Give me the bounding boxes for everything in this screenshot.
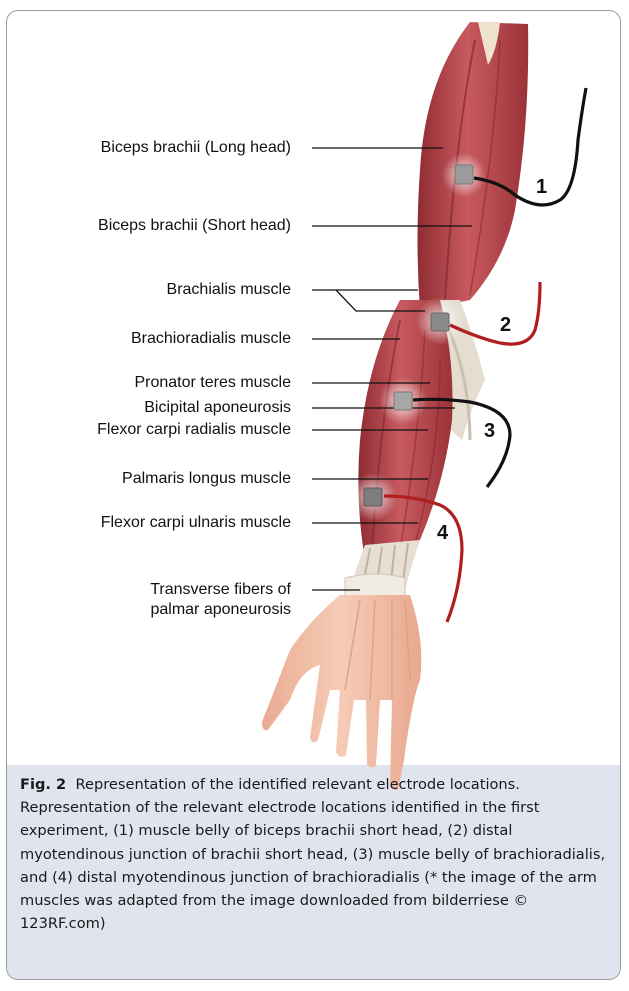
- label-biceps-long: Biceps brachii (Long head): [101, 139, 291, 157]
- label-flexor-carpi-ulnaris: Flexor carpi ulnaris muscle: [101, 514, 291, 532]
- caption-title: Representation of the identified relevan…: [75, 776, 519, 793]
- label-transverse-line1: Transverse fibers of: [150, 580, 291, 600]
- electrode-4: [364, 488, 382, 506]
- caption-fig-label: Fig. 2: [20, 776, 66, 793]
- wrist-tendons: [345, 540, 420, 604]
- electrode-number-4: 4: [437, 522, 448, 545]
- electrode-2: [431, 313, 449, 331]
- label-brachialis: Brachialis muscle: [167, 281, 291, 299]
- label-flexor-carpi-radialis: Flexor carpi radialis muscle: [97, 421, 291, 439]
- electrode-number-1: 1: [536, 176, 547, 199]
- label-palmaris-longus: Palmaris longus muscle: [122, 470, 291, 488]
- label-transverse-line2: palmar aponeurosis: [150, 600, 291, 620]
- electrode-3: [394, 392, 412, 410]
- label-transverse-fibers: Transverse fibers of palmar aponeurosis: [150, 580, 291, 620]
- label-brachioradialis: Brachioradialis muscle: [131, 330, 291, 348]
- caption-body: Representation of the relevant electrode…: [20, 799, 605, 932]
- figure-caption: Fig. 2 Representation of the identified …: [20, 773, 618, 935]
- label-bicipital-aponeurosis: Bicipital aponeurosis: [144, 399, 291, 417]
- label-biceps-short: Biceps brachii (Short head): [98, 217, 291, 235]
- electrode-number-3: 3: [484, 420, 495, 443]
- label-pronator-teres: Pronator teres muscle: [134, 374, 291, 392]
- electrode-1: [455, 165, 473, 184]
- hand: [262, 595, 421, 790]
- electrode-number-2: 2: [500, 314, 511, 337]
